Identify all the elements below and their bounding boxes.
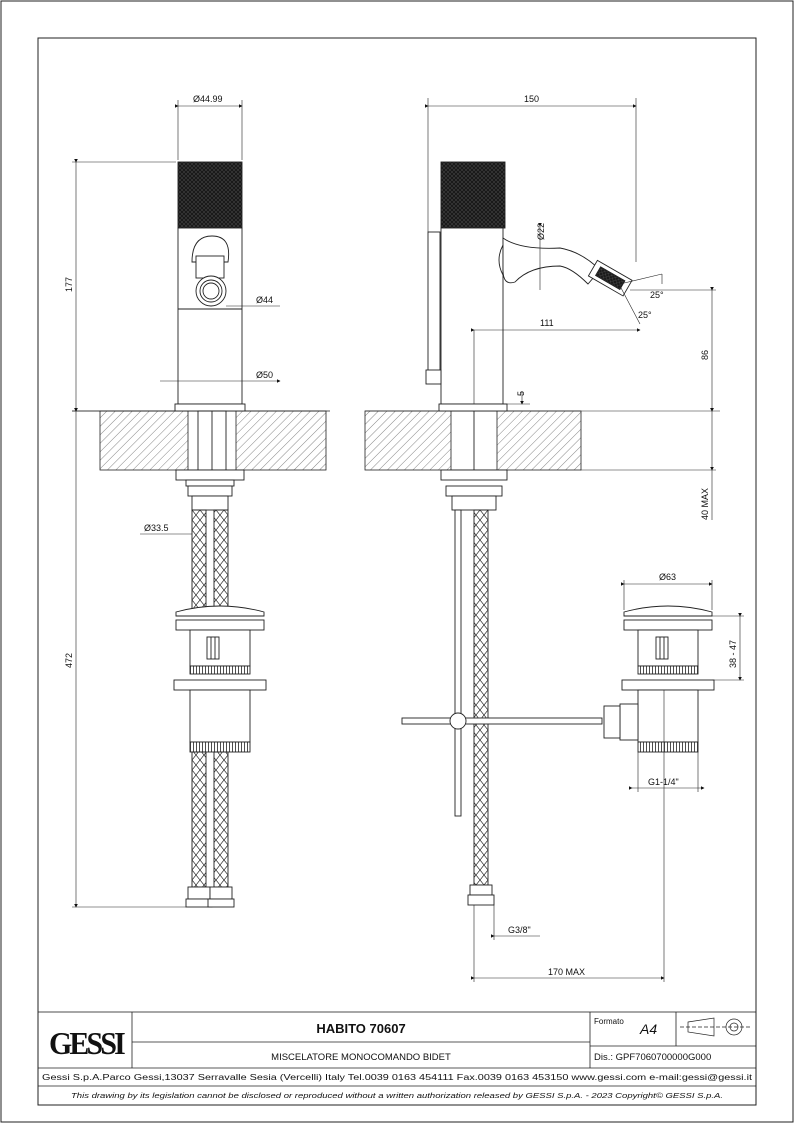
dim-front-height: 177 xyxy=(64,277,74,292)
drawing-number: Dis.: GPF7060700000G000 xyxy=(594,1052,711,1063)
dim-hose-length: 170 MAX xyxy=(548,967,585,977)
dim-front-total-height: 472 xyxy=(64,653,74,668)
logo-text: GESSI xyxy=(49,1025,125,1061)
side-view xyxy=(401,161,633,906)
projection-symbol xyxy=(680,1017,752,1037)
dim-angle-top: 25° xyxy=(650,290,664,300)
product-name: HABITO 70607 xyxy=(316,1021,405,1036)
deck-right xyxy=(364,410,720,471)
dim-waste-diameter: Ø63 xyxy=(659,572,676,582)
format-value: A4 xyxy=(639,1021,657,1037)
dim-hose-thread: G3/8" xyxy=(508,925,531,935)
dim-spout-reach: 111 xyxy=(540,318,554,328)
dim-side-width: 150 xyxy=(524,94,539,104)
dim-spout-height: 86 xyxy=(700,350,710,360)
gessi-logo: GESSI xyxy=(48,1018,128,1062)
dim-front-cap-diameter: Ø44.99 xyxy=(193,94,223,104)
dim-waste-range: 38 - 47 xyxy=(728,640,738,668)
front-view xyxy=(173,161,267,908)
dim-angle-bottom: 25° xyxy=(638,310,652,320)
dim-side-spout-diameter: Ø22 xyxy=(536,223,546,240)
dim-waste-thread: G1-1/4" xyxy=(648,777,679,787)
company-line: Gessi S.p.A.Parco Gessi,13037 Serravalle… xyxy=(42,1072,753,1082)
dim-front-hose-nut: Ø33.5 xyxy=(144,523,169,533)
copyright-line: This drawing by its legislation cannot b… xyxy=(71,1091,723,1100)
dim-base-thickness: 5 xyxy=(516,391,526,396)
deck-left xyxy=(72,410,330,471)
dim-front-spout-diameter: Ø44 xyxy=(256,295,273,305)
product-description: MISCELATORE MONOCOMANDO BIDET xyxy=(271,1052,451,1063)
inner-border xyxy=(37,37,757,1106)
dim-deck-max: 40 MAX xyxy=(700,488,710,520)
waste-detail xyxy=(603,605,715,753)
format-label: Formato xyxy=(594,1017,624,1026)
title-block xyxy=(37,1011,757,1106)
dim-front-base-diameter: Ø50 xyxy=(256,370,273,380)
